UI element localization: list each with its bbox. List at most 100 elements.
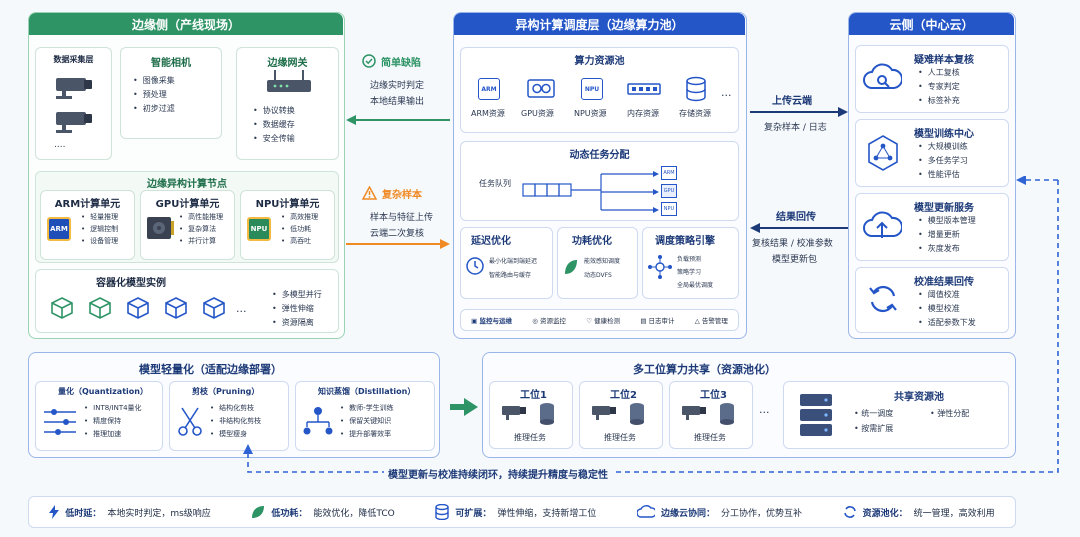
leaf-icon xyxy=(565,260,577,274)
server-icon xyxy=(630,403,644,425)
pruning-card: 剪枝（Pruning） 结构化剪枝非结构化剪枝模型瘦身 xyxy=(169,381,289,451)
strategy-item: 负载预测 xyxy=(677,256,702,263)
station-card: 工位3 推理任务 xyxy=(669,381,753,449)
monitor-log: ▤ 日志审计 xyxy=(640,317,675,325)
power-opt-title: 功耗优化 xyxy=(572,236,612,247)
right-arrow-blue xyxy=(750,107,848,117)
dispatch-target-gpu: GPU xyxy=(661,184,677,198)
monitoring-bar: ▣ 监控与运维 ◎ 资源监控 ♡ 健康检测 ▤ 日志审计 △ 告警管理 xyxy=(460,309,739,331)
right-arrow-orange xyxy=(346,239,450,249)
cloud-card-item: 适配参数下发 xyxy=(918,316,976,330)
quant-item: INT8/INT4量化 xyxy=(84,402,141,415)
result-return-title: 结果回传 xyxy=(776,212,816,223)
engine-network-icon xyxy=(648,255,672,279)
cloud-card-item: 阈值校准 xyxy=(918,288,976,302)
complex-sample-title: 复杂样本 xyxy=(382,190,422,201)
benefit-item: 低功耗：能效优化，降低TCO xyxy=(251,505,395,519)
strategy-engine-card: 调度策略引擎 负载预测 策略学习 全局最优调度 xyxy=(642,227,739,299)
left-arrow-blue xyxy=(750,223,848,233)
npu-chip-icon: NPU xyxy=(581,78,603,100)
power-opt-card: 功耗优化 能效感知调度 动态DVFS xyxy=(557,227,638,299)
lightweight-panel: 模型轻量化（适配边缘部署） 量化（Quantization） INT8/INT4… xyxy=(28,352,440,458)
arm-chip-icon: ARM xyxy=(478,78,500,100)
cloud-card-title: 校准结果回传 xyxy=(914,277,974,288)
simple-defect-title: 简单缺陷 xyxy=(381,58,421,69)
scheduler-panel-title: 异构计算调度层（边缘算力池） xyxy=(454,13,745,35)
station-camera-icon xyxy=(592,406,616,420)
cloud-card-review: 疑难样本复核 人工复核专家判定标签补充 xyxy=(855,45,1009,113)
container-cube-icon xyxy=(51,297,73,319)
more-cameras: .... xyxy=(54,140,66,150)
data-collection-title: 数据采集层 xyxy=(53,55,94,64)
quantization-card: 量化（Quantization） INT8/INT4量化精度保持推理加速 xyxy=(35,381,163,451)
prune-item: 非结构化剪枝 xyxy=(210,415,261,428)
smart-camera-title: 智能相机 xyxy=(151,58,191,69)
sync-icon xyxy=(869,285,897,313)
npu-item: 低功耗 xyxy=(281,223,318,235)
container-cube-icon xyxy=(203,297,225,319)
teacher-student-icon xyxy=(303,407,333,435)
latency-opt-card: 延迟优化 最小化端到端延迟 智能路由与缓存 xyxy=(460,227,553,299)
latency-item: 智能路由与缓存 xyxy=(489,272,532,279)
simple-defect-line: 本地结果输出 xyxy=(370,97,425,107)
cloud-card-item: 灰度发布 xyxy=(918,242,976,256)
resource-label: ARM资源 xyxy=(471,109,505,118)
station-camera-icon xyxy=(682,406,706,420)
benefit-item: 低时延：本地实时判定，ms级响应 xyxy=(49,505,211,519)
strategy-item: 策略学习 xyxy=(677,269,702,276)
upload-cloud-title: 上传云端 xyxy=(772,96,812,107)
scheduler-panel: 异构计算调度层（边缘算力池） 算力资源池 ARM ARM资源 GPU资源 NPU… xyxy=(453,12,747,339)
lightning-icon xyxy=(49,505,60,519)
camera-item: 预处理 xyxy=(133,88,175,102)
cloud-card-title: 模型更新服务 xyxy=(914,203,974,214)
monitor-resource: ◎ 资源监控 xyxy=(532,317,566,325)
dispatch-target-npu: NPU xyxy=(661,202,677,216)
gpu-card-icon xyxy=(527,79,555,98)
distill-item: 保留关键知识 xyxy=(340,415,394,428)
benefit-item: 边缘云协同：分工协作，优势互补 xyxy=(637,505,802,519)
gpu-item: 复杂算法 xyxy=(179,223,223,235)
cloud-card-item: 模型校准 xyxy=(918,302,976,316)
dynamic-dispatch-title: 动态任务分配 xyxy=(569,150,630,161)
result-return-line: 模型更新包 xyxy=(772,255,818,265)
neural-network-icon xyxy=(868,135,898,171)
upload-cloud-sub: 复杂样本 / 日志 xyxy=(764,123,827,133)
shared-pool-item: • 按需扩展 xyxy=(854,424,894,433)
lightweight-title: 模型轻量化（适配边缘部署） xyxy=(139,363,282,376)
container-item: 弹性伸缩 xyxy=(272,302,322,316)
power-item: 动态DVFS xyxy=(584,272,612,279)
arm-chip-icon: ARM xyxy=(47,217,71,241)
prune-item: 模型瘦身 xyxy=(210,428,261,441)
distill-item: 提升部署效率 xyxy=(340,428,394,441)
cloud-card-item: 专家判定 xyxy=(918,80,960,94)
station-card: 工位2 推理任务 xyxy=(579,381,663,449)
cloud-search-icon xyxy=(863,63,902,89)
quantization-title: 量化（Quantization） xyxy=(58,387,148,396)
cloud-card-calibration: 校准结果回传 阈值校准模型校准适配参数下发 xyxy=(855,267,1009,333)
cloud-card-title: 模型训练中心 xyxy=(914,129,974,140)
shared-pool-item: • 弹性分配 xyxy=(930,409,970,418)
camera-item: 初步过滤 xyxy=(133,102,175,116)
storage-icon xyxy=(686,76,706,102)
pruning-title: 剪枝（Pruning） xyxy=(192,387,260,396)
npu-item: 高吞吐 xyxy=(281,235,318,247)
edge-compute-node: 边缘异构计算节点 ARM计算单元 ARM 轻量推理 逻辑控制 设备管理 GPU计… xyxy=(35,171,339,263)
cloud-card-item: 模型版本管理 xyxy=(918,214,976,228)
slider-icon xyxy=(44,409,76,435)
warning-icon xyxy=(362,186,377,200)
dispatch-target-arm: ARM xyxy=(661,166,677,180)
edge-gateway-card: 边缘网关 协议转换 数据缓存 安全传输 xyxy=(236,47,339,160)
quant-item: 推理加速 xyxy=(84,428,142,441)
shared-pool-card: 共享资源池 • 统一调度 • 弹性分配 • 按需扩展 xyxy=(783,381,1009,449)
left-arrow-green xyxy=(346,115,450,125)
resource-label: 内存资源 xyxy=(627,109,659,118)
more-containers: ... xyxy=(236,302,247,315)
arm-unit-title: ARM计算单元 xyxy=(54,199,121,210)
arm-item: 逻辑控制 xyxy=(81,223,118,235)
smart-camera-card: 智能相机 图像采集 预处理 初步过滤 xyxy=(120,47,222,139)
gpu-item: 并行计算 xyxy=(179,235,223,247)
router-icon xyxy=(267,70,311,92)
dynamic-dispatch-card: 动态任务分配 任务队列 ARM GPU NPU xyxy=(460,141,739,221)
station-title: 工位2 xyxy=(610,390,637,401)
data-collection-layer: 数据采集层 .... xyxy=(35,47,112,160)
